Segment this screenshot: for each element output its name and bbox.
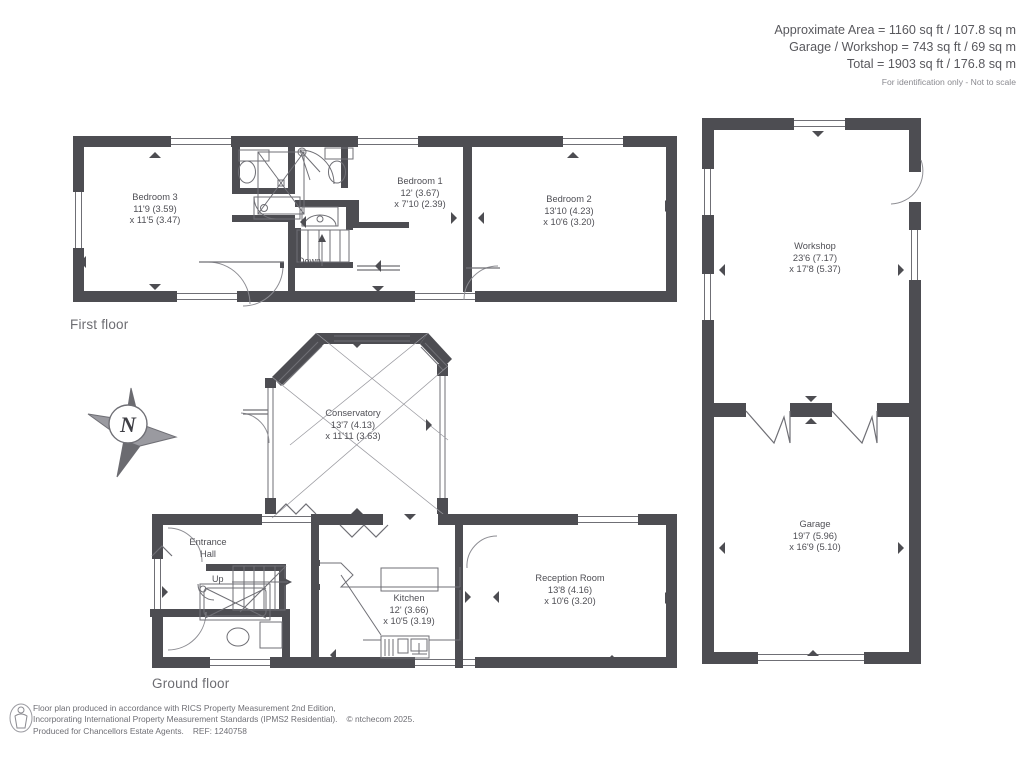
compass-rose: N [87, 387, 178, 478]
bedroom-3-dim-2: x 11'5 (3.47) [129, 215, 181, 226]
footer-disclaimer: Floor plan produced in accordance with R… [33, 703, 415, 737]
bedroom-1-dim-2: x 7'10 (2.39) [394, 199, 446, 210]
workshop-dim-1: 23'6 (7.17) [792, 252, 838, 263]
garage-workshop-plan [702, 118, 924, 664]
room-label-conservatory: Conservatory 13'7 (4.13) x 11'11 (3.63) [293, 408, 413, 443]
entrance-hall-name-line-1: Entrance [189, 537, 227, 547]
kitchen-name: Kitchen [393, 593, 425, 603]
garage-workshop-area-line: Garage / Workshop = 743 sq ft / 69 sq m [789, 40, 1016, 54]
reception-room-dim-2: x 10'6 (3.20) [544, 596, 596, 607]
garage-dim-1: 19'7 (5.96) [792, 530, 838, 541]
conservatory-name: Conservatory [325, 408, 381, 418]
workshop-name: Workshop [794, 241, 836, 251]
room-label-kitchen: Kitchen 12' (3.66) x 10'5 (3.19) [349, 593, 469, 628]
kitchen-dim-2: x 10'5 (3.19) [383, 616, 435, 627]
workshop-dim-2: x 17'8 (5.37) [789, 264, 841, 275]
reception-room-name: Reception Room [535, 573, 605, 583]
garage-name: Garage [799, 519, 831, 529]
first-floor-plan [73, 136, 677, 307]
footer-logo-icon [9, 703, 33, 733]
footer-line-3: Produced for Chancellors Estate Agents. R… [33, 726, 415, 737]
bedroom-2-dim-2: x 10'6 (3.20) [543, 217, 595, 228]
footer-produced-for: Produced for Chancellors Estate Agents. [33, 725, 184, 736]
room-label-garage: Garage 19'7 (5.96) x 16'9 (5.10) [755, 519, 875, 554]
compass-north-letter: N [119, 412, 137, 437]
first-floor-caption: First floor [70, 317, 129, 332]
stairs-down-label: Down [298, 256, 322, 266]
footer-line-2-standards: Incorporating International Property Mea… [33, 714, 338, 725]
room-label-entrance-hall: Entrance Hall [168, 537, 248, 560]
ground-floor-caption: Ground floor [152, 676, 230, 691]
room-label-workshop: Workshop 23'6 (7.17) x 17'8 (5.37) [755, 241, 875, 276]
area-summary-header: Approximate Area = 1160 sq ft / 107.8 sq… [774, 22, 1016, 89]
total-area-line: Total = 1903 sq ft / 176.8 sq m [846, 57, 1016, 71]
identification-disclaimer: For identification only - Not to scale [881, 77, 1016, 87]
ground-floor-plan [150, 332, 677, 668]
reception-room-dim-1: 13'8 (4.16) [547, 584, 593, 595]
footer-reference: REF: 1240758 [192, 725, 247, 736]
approximate-area-line: Approximate Area = 1160 sq ft / 107.8 sq… [774, 23, 1016, 37]
kitchen-dim-1: 12' (3.66) [389, 604, 429, 615]
bedroom-2-dim-1: 13'10 (4.23) [544, 205, 594, 216]
footer-line-1: Floor plan produced in accordance with R… [33, 703, 336, 713]
room-label-reception-room: Reception Room 13'8 (4.16) x 10'6 (3.20) [506, 573, 634, 608]
bedroom-2-name: Bedroom 2 [546, 194, 592, 204]
footer-line-2: Incorporating International Property Mea… [33, 714, 415, 725]
garage-dim-2: x 16'9 (5.10) [789, 542, 841, 553]
conservatory-dim-2: x 11'11 (3.63) [325, 431, 381, 442]
stairs-up-label: Up [212, 574, 224, 584]
bedroom-3-name: Bedroom 3 [132, 192, 178, 202]
bedroom-1-name: Bedroom 1 [397, 176, 443, 186]
conservatory-structure [240, 332, 452, 519]
room-label-bedroom-1: Bedroom 1 12' (3.67) x 7'10 (2.39) [360, 176, 480, 211]
room-label-bedroom-2: Bedroom 2 13'10 (4.23) x 10'6 (3.20) [509, 194, 629, 229]
room-label-bedroom-3: Bedroom 3 11'9 (3.59) x 11'5 (3.47) [95, 192, 215, 227]
conservatory-dim-1: 13'7 (4.13) [330, 419, 376, 430]
entrance-hall-name-line-2: Hall [199, 548, 216, 559]
bedroom-3-dim-1: 11'9 (3.59) [133, 203, 177, 214]
bedroom-1-dim-1: 12' (3.67) [400, 187, 440, 198]
footer-copyright: © ntchecom 2025. [346, 714, 415, 725]
